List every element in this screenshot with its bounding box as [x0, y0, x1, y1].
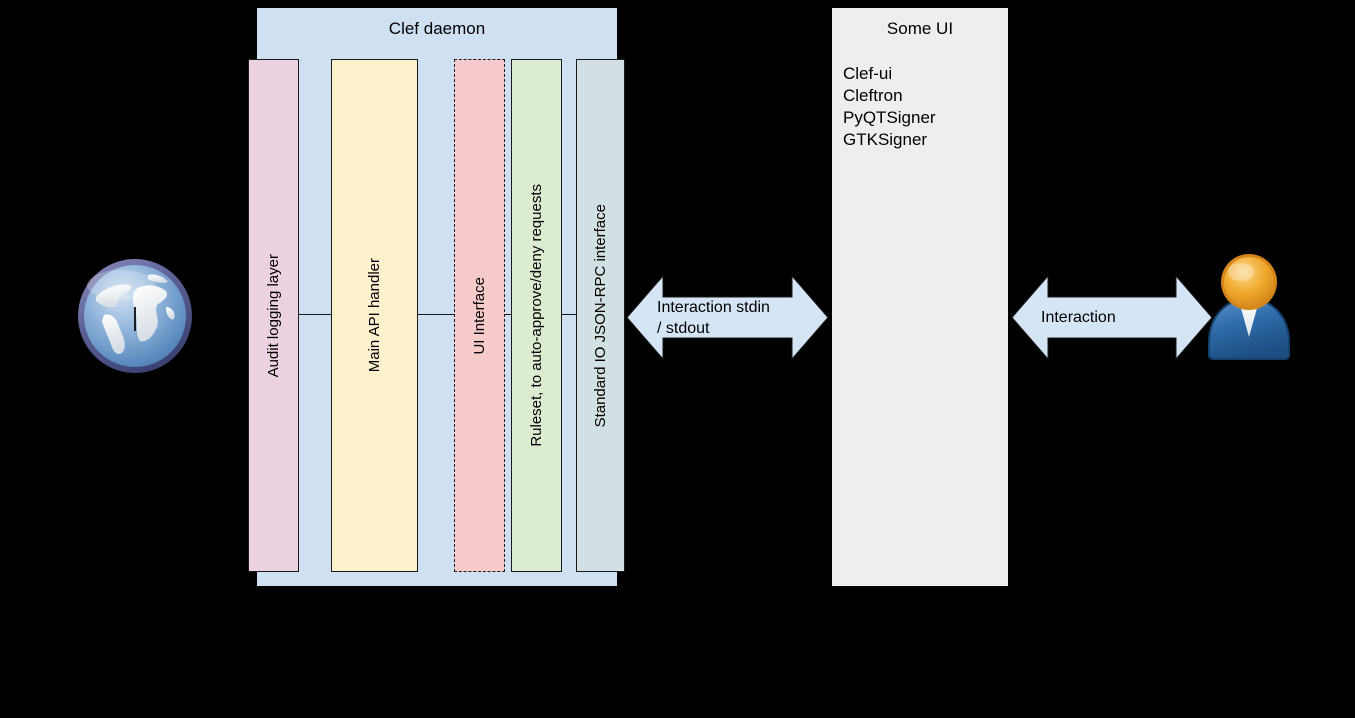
block-label: Audit logging layer — [265, 253, 282, 378]
clef-daemon-title: Clef daemon — [388, 19, 486, 38]
block-standard-io-jsonrpc-interface: Standard IO JSON-RPC interface — [576, 59, 625, 572]
some-ui-list: Clef-ui Cleftron PyQTSigner GTKSigner — [843, 63, 1003, 151]
connector-line — [299, 314, 331, 315]
block-label: Ruleset, to auto-approve/deny requests — [528, 184, 545, 447]
connector-line — [505, 314, 511, 315]
user-icon — [1203, 251, 1295, 361]
globe-icon — [74, 255, 196, 377]
block-audit-logging-layer: Audit logging layer — [248, 59, 299, 572]
list-item: GTKSigner — [843, 130, 928, 149]
arrow-stdin-stdout — [627, 272, 828, 363]
list-item: PyQTSigner — [843, 108, 936, 127]
block-label: UI Interface — [471, 276, 488, 355]
list-item: Cleftron — [843, 86, 903, 105]
connector-line — [562, 314, 576, 315]
connector-line — [418, 314, 454, 315]
block-ui-interface: UI Interface — [454, 59, 505, 572]
list-item: Clef-ui — [843, 64, 893, 83]
some-ui-container — [832, 8, 1008, 586]
clef-daemon-container — [257, 8, 617, 586]
arrow-interaction — [1012, 272, 1212, 363]
block-label: Standard IO JSON-RPC interface — [592, 203, 609, 428]
some-ui-title: Some UI — [886, 19, 954, 38]
block-ruleset: Ruleset, to auto-approve/deny requests — [511, 59, 562, 572]
block-main-api-handler: Main API handler — [331, 59, 418, 572]
block-label: Main API handler — [366, 258, 383, 373]
